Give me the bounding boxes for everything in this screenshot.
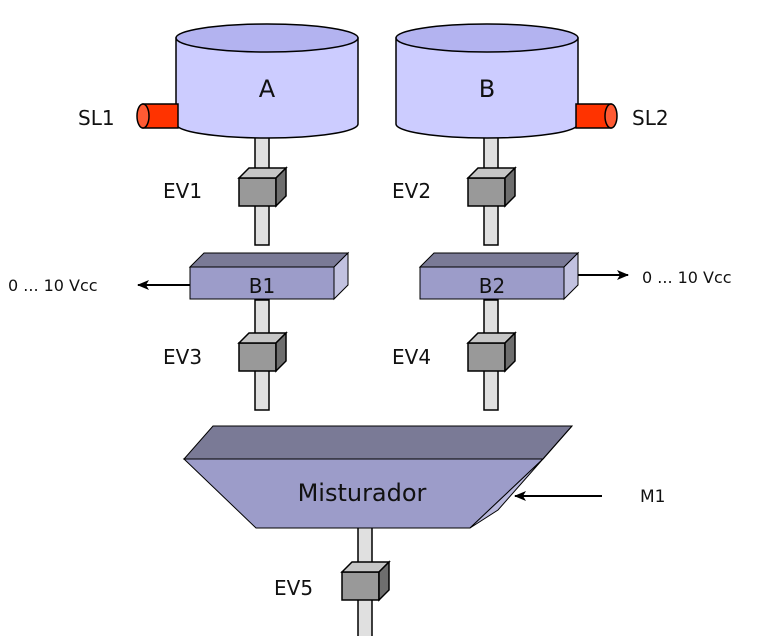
- valve-ev3: [237, 331, 288, 373]
- scale-b1-front: [189, 266, 335, 300]
- valve-ev2: [466, 166, 517, 208]
- valve-ev5-side: [378, 560, 390, 602]
- level-sensor-sl1: SL1: [78, 103, 179, 130]
- tank-b-top: [395, 23, 579, 53]
- valve-ev3-side: [275, 331, 287, 373]
- tank-b: B: [395, 23, 579, 139]
- valve-ev2-side: [504, 166, 516, 208]
- scale-b2-side: [563, 251, 579, 301]
- scale-b1-top: [188, 252, 350, 268]
- scale-b2-label: B2: [479, 274, 505, 298]
- mixer-side: [469, 425, 573, 529]
- tank-b-label: B: [479, 75, 495, 103]
- sensor-sl1-label: SL1: [78, 106, 115, 130]
- valve-ev4-label: EV4: [392, 345, 431, 369]
- valve-ev3-label: EV3: [163, 345, 202, 369]
- sensor-sl2-end: [604, 103, 618, 129]
- valve-ev1-side: [275, 166, 287, 208]
- valve-ev4-side: [504, 331, 516, 373]
- valve-ev4: [466, 331, 517, 373]
- scale-b2-front: [419, 266, 565, 300]
- tank-a-body: [175, 37, 359, 139]
- valve-ev5-front: [341, 571, 380, 601]
- mixer-label: Misturador: [298, 479, 427, 507]
- mixer: Misturador: [182, 425, 574, 529]
- valve-ev1-front: [238, 177, 277, 207]
- sensor-sl2-label: SL2: [632, 106, 669, 130]
- mixer-top: [182, 425, 574, 460]
- valve-ev3-front: [238, 342, 277, 372]
- scale-b1-side: [333, 251, 349, 301]
- valve-ev2-label: EV2: [392, 179, 431, 203]
- tank-b-body: [395, 37, 579, 139]
- tank-a-top: [175, 23, 359, 53]
- valve-ev1-label: EV1: [163, 179, 202, 203]
- pipes: [254, 134, 499, 636]
- valve-ev4-front: [467, 342, 506, 372]
- valve-ev5: [340, 560, 391, 602]
- valve-ev1: [237, 166, 288, 208]
- scale-b2-output-label: 0 ... 10 Vcc: [642, 268, 732, 287]
- scale-b1: B1: [188, 251, 350, 301]
- scale-b1-label: B1: [249, 274, 275, 298]
- motor-m1-label: M1: [640, 487, 665, 507]
- scale-b1-output-label: 0 ... 10 Vcc: [8, 276, 98, 295]
- sensor-sl1-end: [136, 103, 150, 129]
- tank-a: A: [175, 23, 359, 139]
- level-sensor-sl2: SL2: [575, 103, 669, 130]
- tank-a-label: A: [259, 75, 276, 103]
- valve-ev5-label: EV5: [274, 576, 313, 600]
- scale-b2-top: [418, 252, 580, 268]
- valve-ev2-front: [467, 177, 506, 207]
- scale-b2: B2: [418, 251, 580, 301]
